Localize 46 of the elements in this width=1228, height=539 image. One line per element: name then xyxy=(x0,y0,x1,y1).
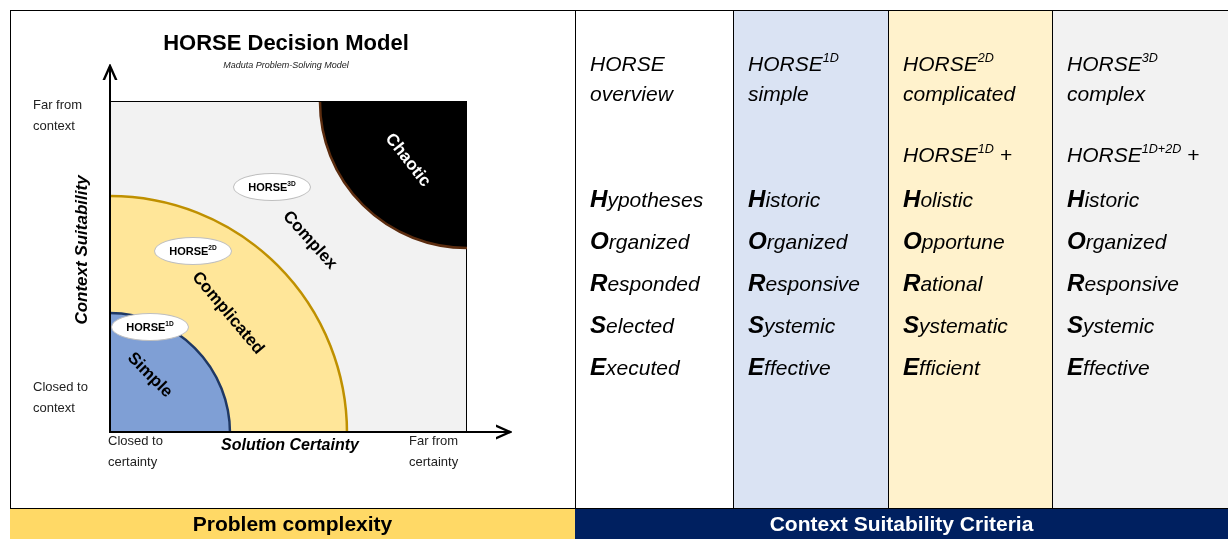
footer-bar xyxy=(575,508,1228,539)
criteria-text: Systematic xyxy=(903,310,1008,340)
complex-region xyxy=(110,101,467,432)
subtitle: Maduta Problem-Solving Model xyxy=(222,59,350,72)
column-heading: HORSE$^{1D}$ simple xyxy=(748,50,840,108)
criteria-text: Responsive xyxy=(1067,268,1179,298)
criteria-text: Organized xyxy=(748,226,848,256)
axis-title: Solution Certainty xyxy=(221,435,359,456)
criteria-text: Opportune xyxy=(903,226,1005,256)
column-panel xyxy=(733,11,888,508)
criteria-text: Executed xyxy=(590,352,680,382)
axis-end-label: Far from certainty xyxy=(409,432,460,471)
criteria-text: Responded xyxy=(590,268,700,298)
footer-label: Problem complexity xyxy=(192,512,393,536)
criteria-text: Efficient xyxy=(903,352,980,382)
criteria-text: Systemic xyxy=(1067,310,1155,340)
criteria-text: Organized xyxy=(1067,226,1167,256)
criteria-text: Organized xyxy=(590,226,690,256)
criteria-text: Holistic xyxy=(903,184,973,214)
criteria-text: Rational xyxy=(903,268,983,298)
column-heading: HORSE$^{3D}$ complex xyxy=(1067,50,1159,108)
criteria-text: HORSE$^{1D}$ + xyxy=(903,141,1012,168)
footer-bar xyxy=(10,508,575,539)
column-heading: HORSE$^{2D}$ complicated xyxy=(903,50,1017,108)
axis-end-label: Closed to context xyxy=(33,378,89,417)
criteria-text: Historic xyxy=(748,184,821,214)
criteria-text: Selected xyxy=(590,310,674,340)
criteria-text: HORSE$^{1D+2D}$ + xyxy=(1067,141,1200,168)
ellipse-label: HORSE$^{3D}$ xyxy=(248,181,296,193)
column-heading: HORSE overview xyxy=(590,51,675,108)
column-panel xyxy=(1052,11,1228,508)
axis-end-label: Closed to certainty xyxy=(108,432,164,471)
criteria-text: Effective xyxy=(748,352,831,382)
criteria-text: Hypotheses xyxy=(590,184,704,214)
diagram-title: HORSE Decision Model xyxy=(162,30,410,56)
ellipse-label: HORSE$^{2D}$ xyxy=(169,245,217,257)
complicated-region xyxy=(110,196,347,433)
criteria-text: Historic xyxy=(1067,184,1140,214)
criteria-text: Systemic xyxy=(748,310,836,340)
axis-end-label: Far from context xyxy=(33,96,84,135)
ellipse-label: HORSE$^{1D}$ xyxy=(126,321,174,333)
criteria-text: Responsive xyxy=(748,268,860,298)
axis-title: Context Suitability xyxy=(71,175,93,325)
criteria-text: Effective xyxy=(1067,352,1150,382)
column-panel xyxy=(888,11,1052,508)
footer-label: Context Suitability Criteria xyxy=(769,512,1034,536)
